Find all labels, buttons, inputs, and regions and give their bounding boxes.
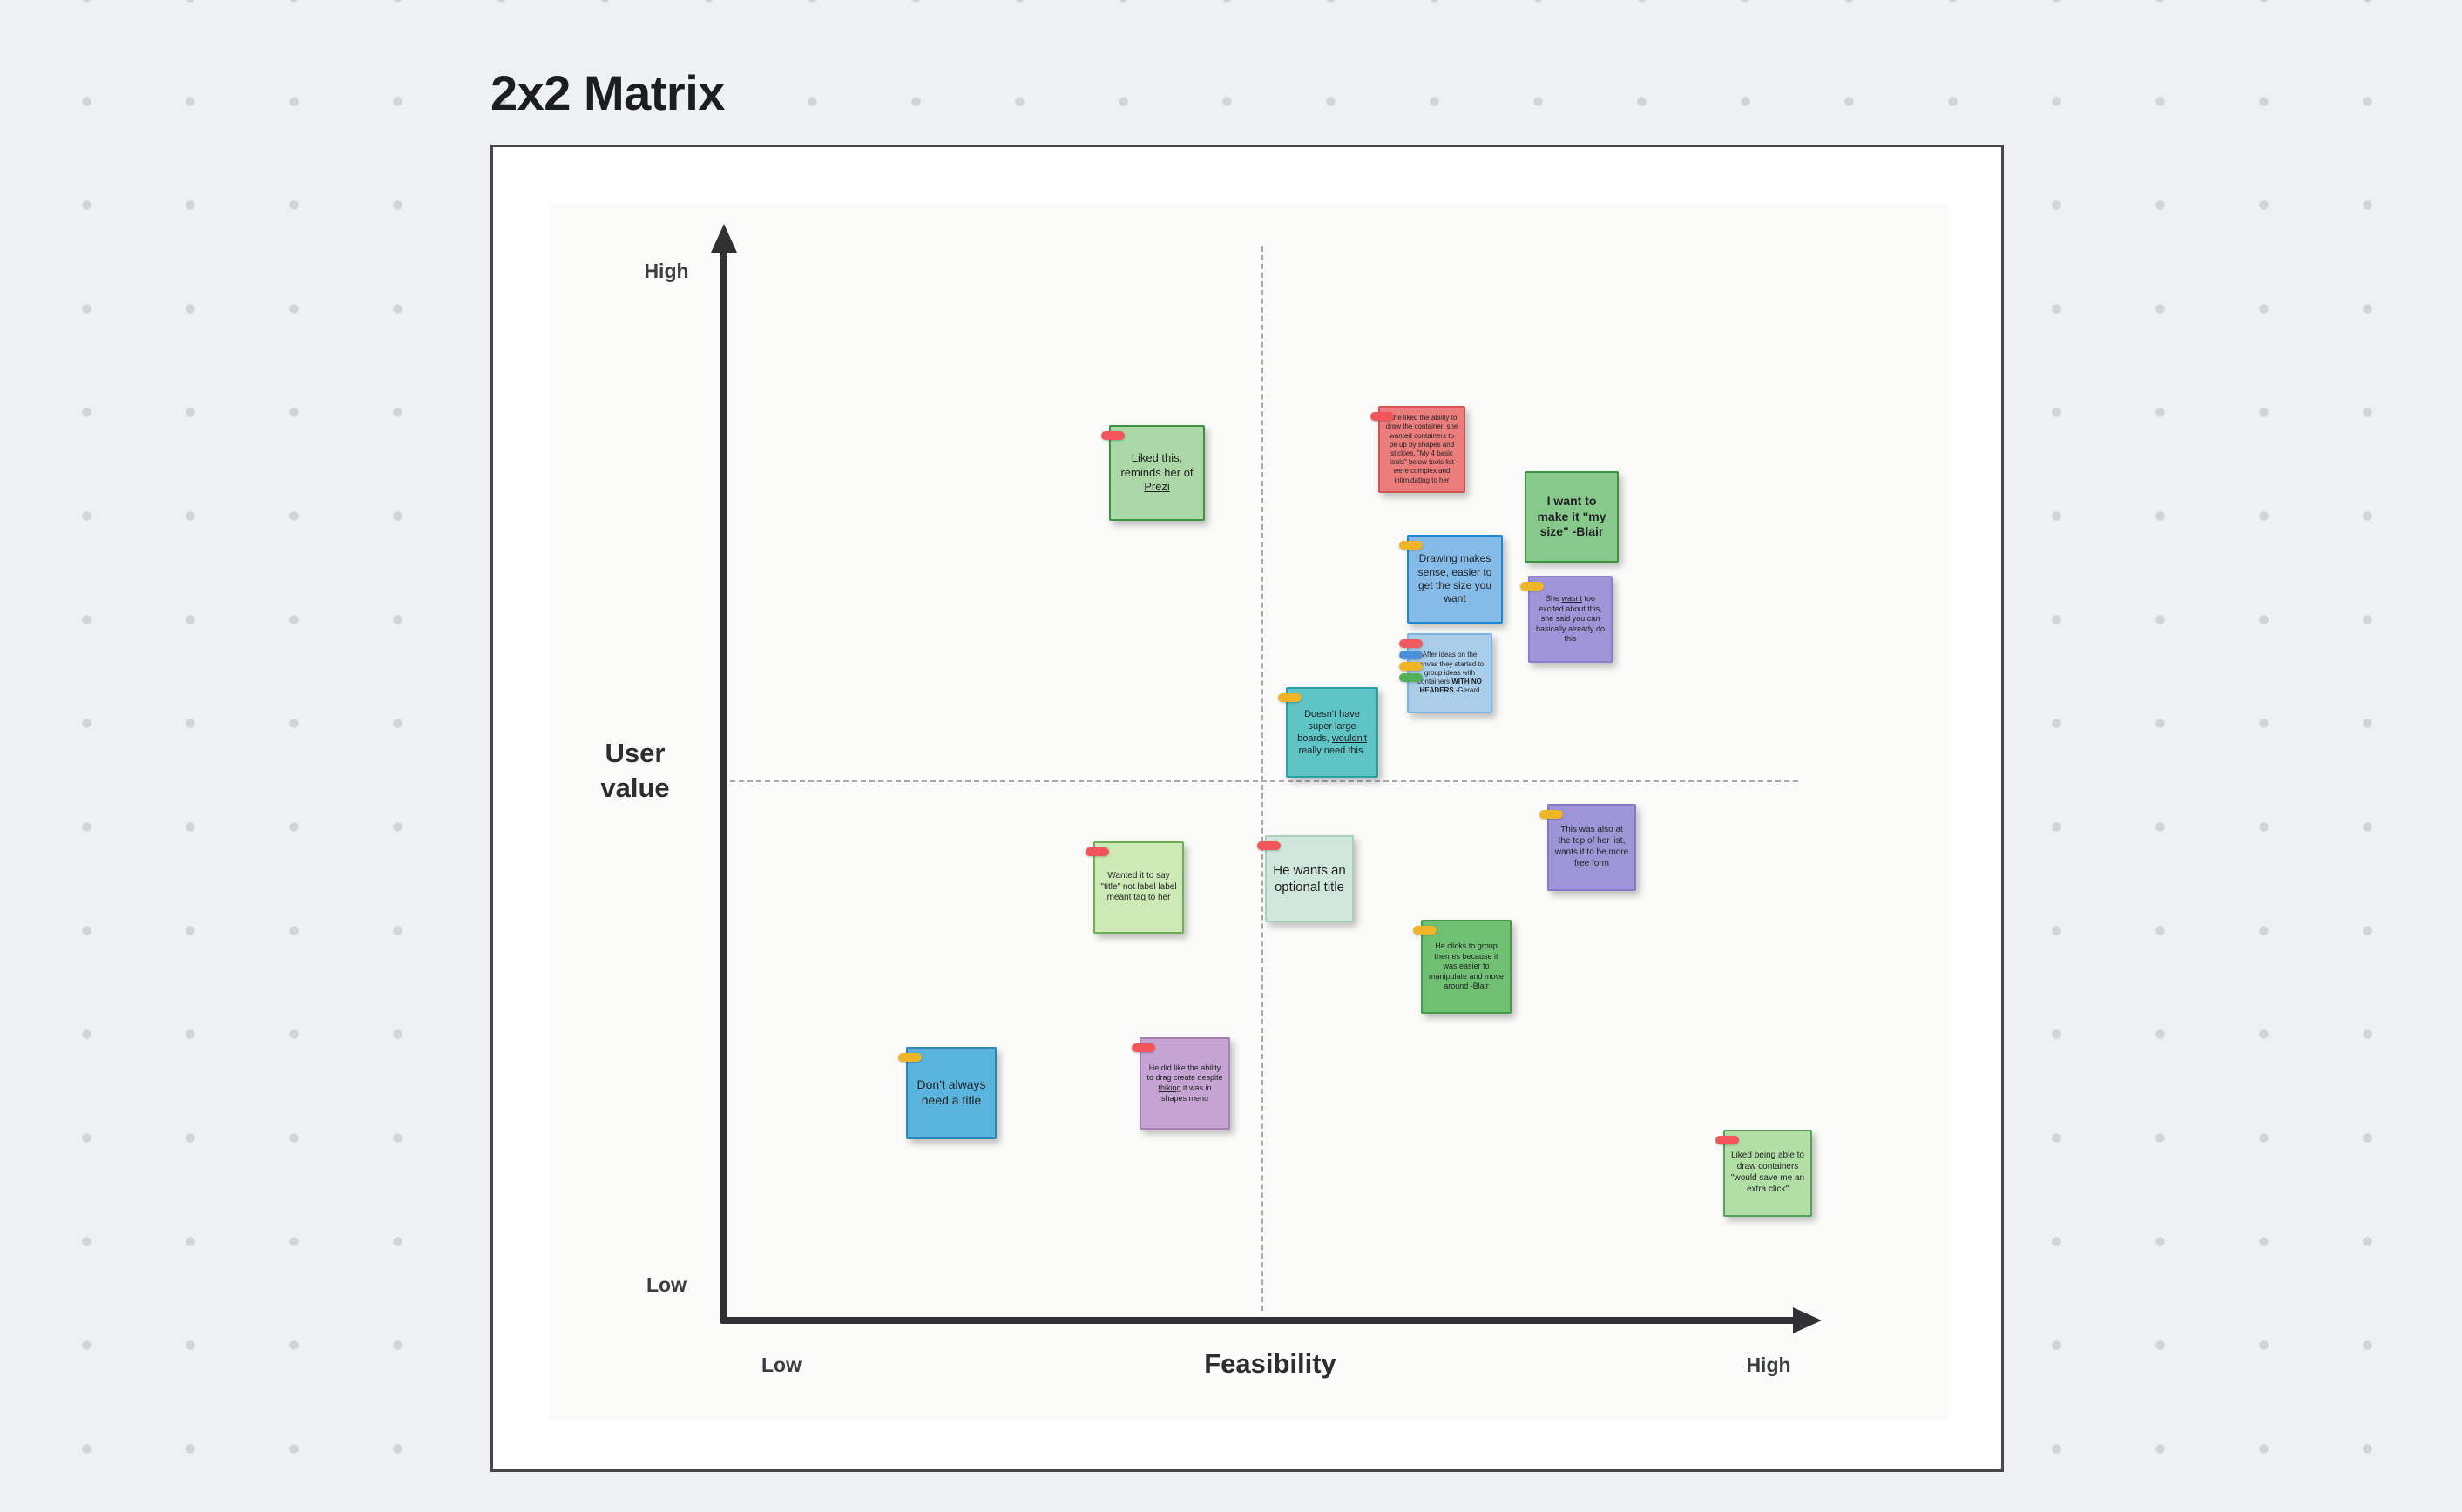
y-axis-title: User value — [600, 738, 670, 804]
note-title-not-label[interactable]: Wanted it to say "title" not label label… — [1086, 841, 1184, 934]
matrix-frame-inner — [549, 203, 1948, 1421]
y-axis-high-label: High — [644, 260, 689, 282]
note-liked-prezi[interactable]: Liked this, reminds her of Prezi — [1101, 425, 1205, 521]
note-tag-icon — [1715, 1136, 1739, 1144]
note-text: Wanted it to say "title" not label label… — [1100, 870, 1177, 903]
note-text: He wants an optional title — [1273, 862, 1346, 894]
note-my-size-blair[interactable]: I want to make it "my size" -Blair — [1525, 471, 1619, 563]
note-tag-icon — [1101, 431, 1125, 440]
note-tag-icon — [1399, 639, 1423, 648]
note-tag-icon — [898, 1053, 922, 1062]
note-text: I want to make it "my size" -Blair — [1537, 493, 1606, 539]
matrix-frame — [490, 145, 2004, 1472]
y-axis-arrow-icon — [711, 224, 737, 253]
note-more-free-form[interactable]: This was also at the top of her list, wa… — [1539, 804, 1636, 891]
frame-title[interactable]: 2x2 Matrix — [490, 65, 725, 120]
note-wasnt-excited[interactable]: She wasnt too excited about this, she sa… — [1520, 576, 1613, 663]
note-tag-icon — [1257, 841, 1281, 850]
note-tag-icon — [1086, 847, 1109, 856]
note-text: He clicks to group themes because it was… — [1428, 942, 1505, 991]
note-drag-create[interactable]: He did like the ability to drag create d… — [1132, 1037, 1230, 1130]
note-text: She wasnt too excited about this, she sa… — [1535, 594, 1606, 644]
vertical-divider-dashed-line — [1261, 246, 1263, 1311]
y-axis-line — [720, 251, 727, 1324]
x-axis-low-label: Low — [761, 1353, 802, 1376]
note-text: Drawing makes sense, easier to get the s… — [1417, 552, 1492, 605]
note-text: This was also at the top of her list, wa… — [1554, 825, 1629, 868]
note-super-large-boards[interactable]: Doesn't have super large boards, wouldn'… — [1278, 687, 1378, 778]
note-draw-container-feedback[interactable]: "She liked the ability to draw the conta… — [1370, 406, 1465, 493]
note-tag-icon — [1539, 810, 1563, 819]
note-optional-title[interactable]: He wants an optional title — [1257, 835, 1354, 922]
note-clicks-to-group[interactable]: He clicks to group themes because it was… — [1413, 920, 1512, 1014]
note-text: He did like the ability to drag create d… — [1146, 1063, 1223, 1103]
note-save-extra-click[interactable]: Liked being able to draw containers "wou… — [1715, 1130, 1812, 1217]
note-text: Liked being able to draw containers "wou… — [1730, 1151, 1805, 1194]
horizontal-divider-dashed-line — [730, 780, 1798, 782]
x-axis-title: Feasibility — [1204, 1348, 1336, 1379]
note-dont-always-need-title[interactable]: Don't always need a title — [898, 1047, 997, 1139]
note-tag-icon — [1399, 541, 1423, 550]
note-text: Don't always need a title — [916, 1077, 986, 1107]
note-tag-icon — [1132, 1043, 1155, 1052]
note-text: Liked this, reminds her of Prezi — [1120, 451, 1194, 494]
note-tag-icon — [1399, 673, 1423, 682]
y-axis-low-label: Low — [646, 1273, 687, 1296]
note-text: "She liked the ability to draw the conta… — [1385, 414, 1458, 484]
note-tag-icon — [1370, 412, 1394, 421]
note-drawing-makes-sense[interactable]: Drawing makes sense, easier to get the s… — [1399, 535, 1503, 624]
note-tag-icon — [1413, 926, 1437, 935]
x-axis-high-label: High — [1746, 1353, 1791, 1376]
note-text: Doesn't have super large boards, wouldn'… — [1297, 708, 1367, 757]
note-tag-icon — [1520, 582, 1544, 591]
note-tag-icon — [1278, 693, 1302, 702]
x-axis-line — [720, 1317, 1795, 1324]
note-tag-icon — [1399, 662, 1423, 671]
note-no-headers-gerard[interactable]: After ideas on the canvas they started t… — [1399, 633, 1492, 713]
note-tag-icon — [1399, 651, 1423, 659]
note-text: After ideas on the canvas they started t… — [1415, 651, 1485, 695]
x-axis-arrow-icon — [1793, 1307, 1822, 1333]
